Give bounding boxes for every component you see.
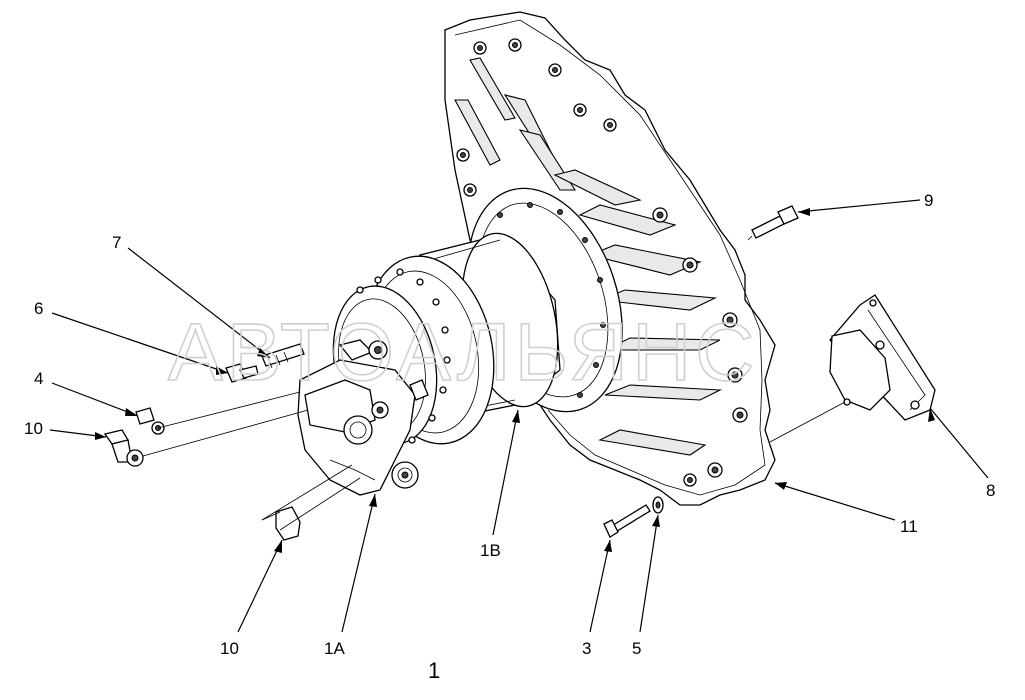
cover-plate-8 (829, 294, 936, 421)
fitting-6 (225, 363, 259, 383)
leader-lines (49, 199, 989, 633)
callout-1a: 1A (324, 639, 345, 658)
callout-7: 7 (112, 233, 121, 252)
callout-3: 3 (582, 639, 591, 658)
callout-11: 11 (900, 517, 918, 536)
hydraulic-motor-1a (297, 339, 429, 496)
callout-6: 6 (34, 299, 43, 318)
fitting-10-upper (103, 429, 144, 467)
callout-10-upper: 10 (24, 419, 43, 438)
callout-10-lower: 10 (220, 639, 239, 658)
hub-bolt-circle (356, 268, 451, 444)
bolt-3 (603, 504, 651, 538)
inner-ring-bolts (497, 202, 606, 398)
bolt-9 (751, 205, 799, 239)
callout-5: 5 (632, 639, 641, 658)
callout-8: 8 (986, 481, 995, 500)
fitting-7 (261, 343, 305, 369)
watermark-text: АВТОАЛЬЯНС (168, 307, 758, 398)
washer-5 (652, 496, 664, 514)
fitting-4 (135, 407, 165, 435)
callout-1b: 1B (480, 541, 501, 560)
fitting-10-lower (261, 506, 301, 541)
flange-bolt-holes (456, 38, 748, 487)
callout-4: 4 (34, 369, 43, 388)
assembly-number: 1 (428, 658, 440, 683)
callout-9: 9 (924, 191, 933, 210)
